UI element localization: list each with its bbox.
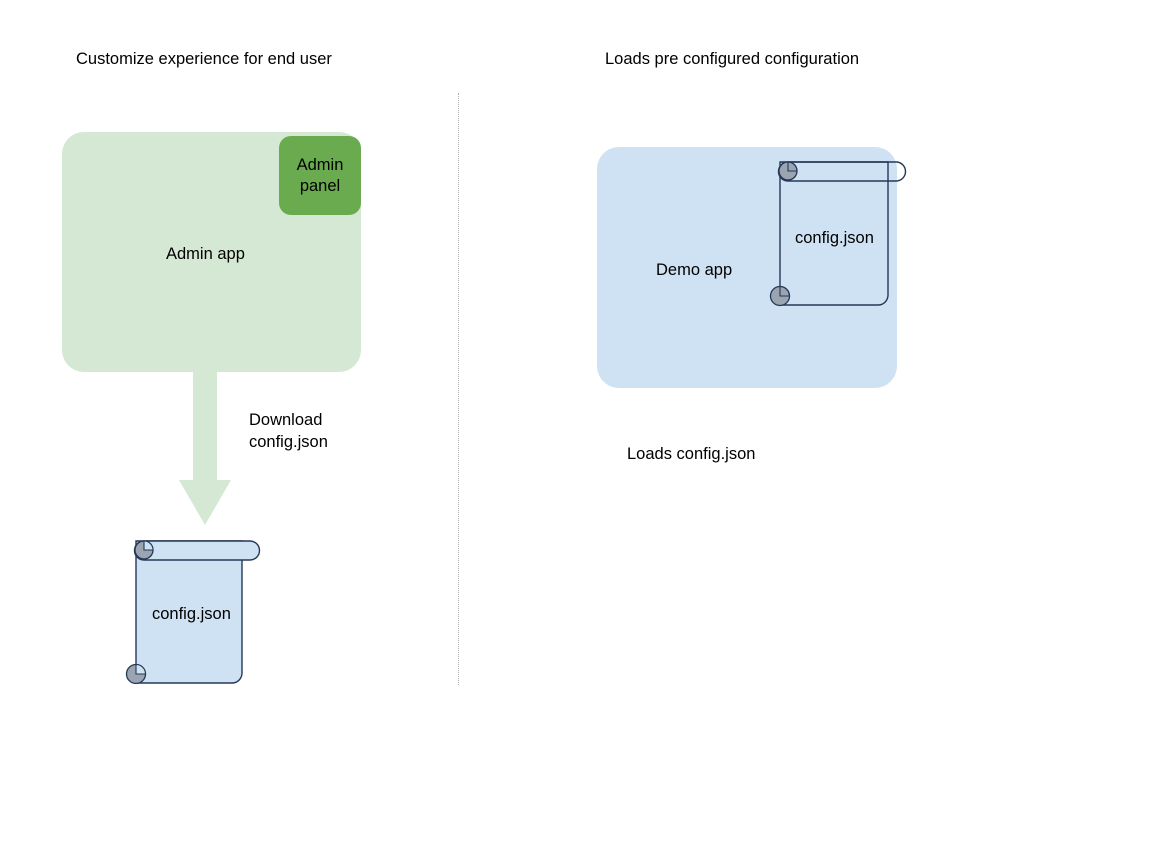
- scroll-document-label: config.json: [795, 229, 874, 247]
- scroll-document-icon[interactable]: [120, 528, 266, 692]
- right-column-heading: Loads pre configured configuration: [605, 50, 860, 68]
- down-arrow-icon: [179, 368, 231, 525]
- left-column-heading: Customize experience for end user: [76, 50, 332, 68]
- scroll-document-icon[interactable]: [765, 150, 915, 315]
- loads-config-caption: Loads config.json: [627, 445, 756, 463]
- admin-panel-box[interactable]: Admin panel: [279, 136, 361, 215]
- admin-app-label: Admin app: [166, 245, 245, 263]
- column-divider: [458, 93, 459, 685]
- download-arrow-label-line1: Download: [249, 411, 323, 429]
- download-arrow-label: Download config.json: [249, 409, 328, 453]
- download-arrow-label-line2: config.json: [249, 433, 328, 451]
- scroll-document-label: config.json: [152, 605, 231, 623]
- demo-app-box[interactable]: [597, 147, 897, 388]
- demo-app-label: Demo app: [656, 261, 733, 279]
